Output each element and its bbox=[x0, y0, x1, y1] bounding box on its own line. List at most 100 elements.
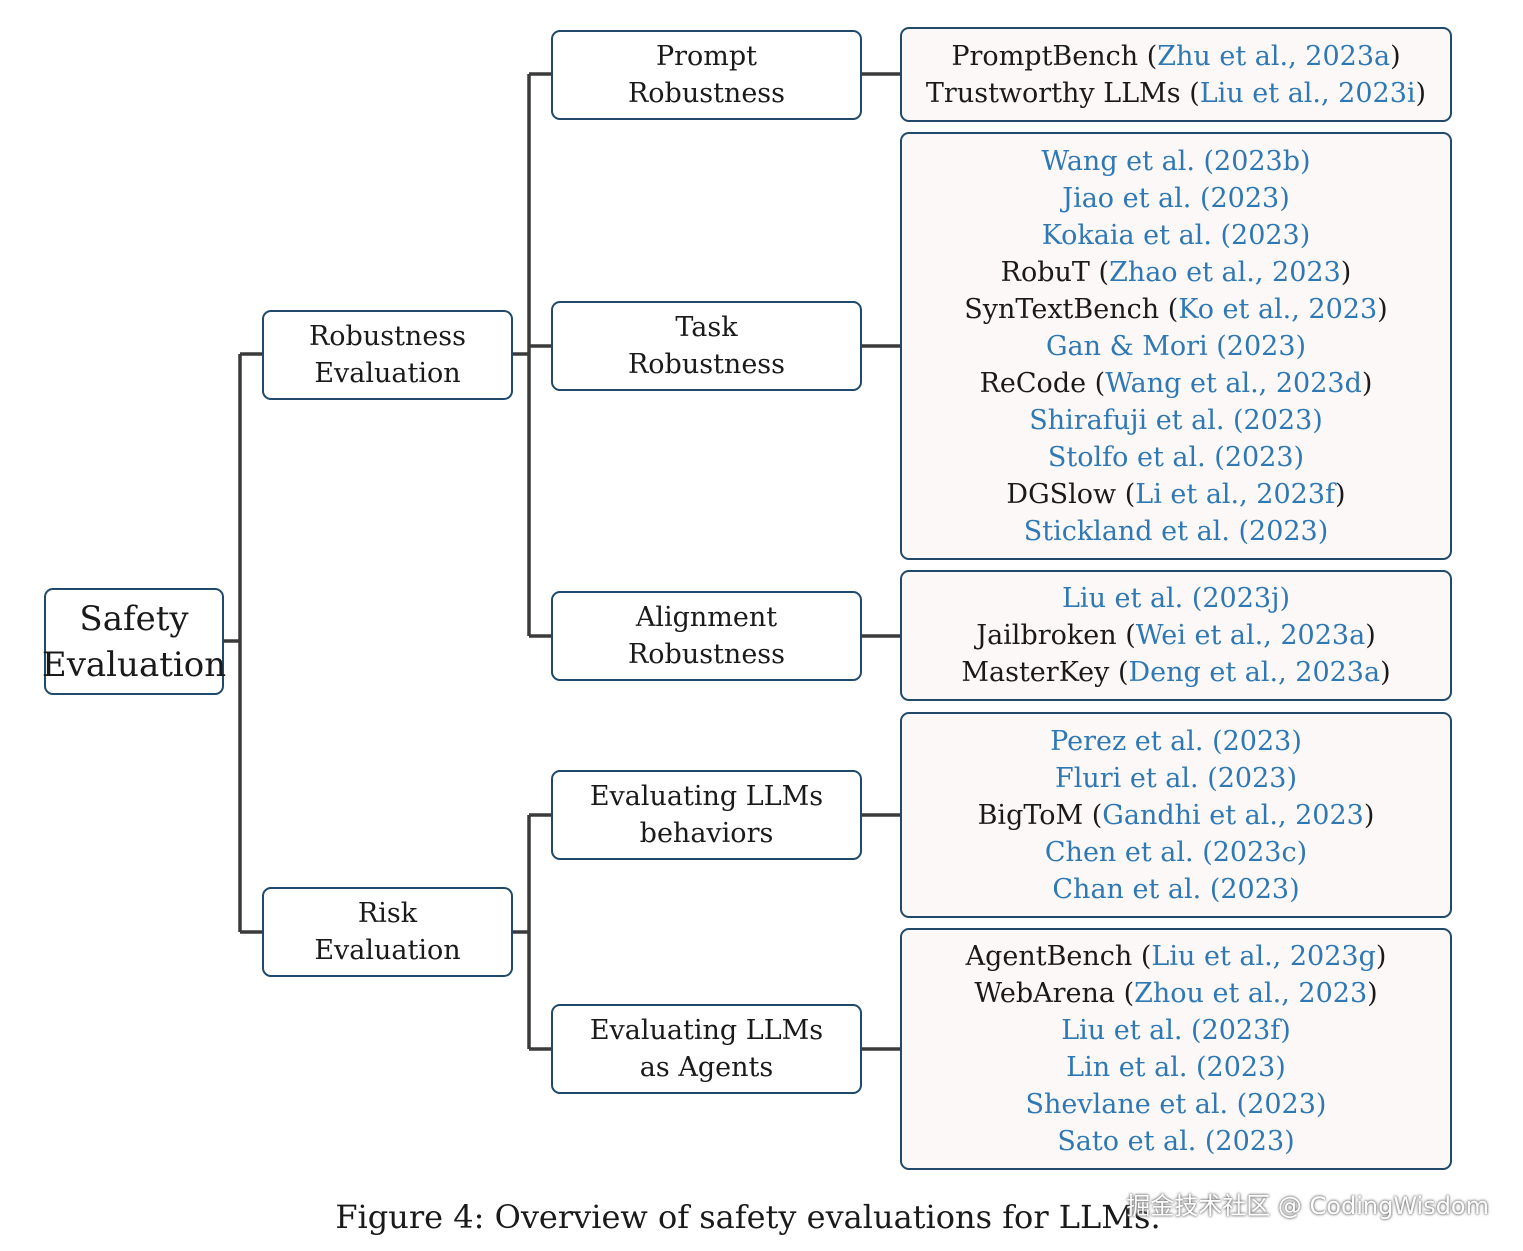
reference-entry: SynTextBench (Ko et al., 2023) bbox=[964, 291, 1387, 328]
citation-link[interactable]: Gandhi et al., 2023 bbox=[1102, 799, 1364, 831]
subcategory-node-alignment-robustness: Alignment Robustness bbox=[551, 591, 862, 681]
reference-entry: DGSlow (Li et al., 2023f) bbox=[1006, 476, 1345, 513]
category-node-risk-evaluation: Risk Evaluation bbox=[262, 887, 513, 977]
root-label-line1: Safety bbox=[79, 598, 189, 639]
reference-entry: Liu et al. (2023j) bbox=[1062, 580, 1290, 617]
citation-link[interactable]: Deng et al., 2023a bbox=[1128, 657, 1381, 688]
citation-link[interactable]: Fluri et al. (2023) bbox=[1055, 762, 1297, 794]
reference-suffix: ) bbox=[1361, 367, 1373, 399]
subcategory-node-task-robustness: Task Robustness bbox=[551, 301, 862, 391]
citation-link[interactable]: Sato et al. (2023) bbox=[1057, 1126, 1295, 1157]
reference-entry: Shirafuji et al. (2023) bbox=[1029, 402, 1323, 439]
citation-link[interactable]: Chen et al. (2023c) bbox=[1044, 836, 1308, 868]
reference-entry: WebArena (Zhou et al., 2023) bbox=[974, 975, 1377, 1012]
reference-prefix: PromptBench ( bbox=[951, 40, 1158, 72]
reference-entry: Wang et al. (2023b) bbox=[1041, 143, 1310, 180]
reference-entry: Chan et al. (2023) bbox=[1052, 871, 1299, 908]
citation-link[interactable]: Ko et al., 2023 bbox=[1178, 293, 1378, 325]
leaf-list-prompt-robustness: PromptBench (Zhu et al., 2023a)Trustwort… bbox=[900, 27, 1452, 122]
reference-entry: BigToM (Gandhi et al., 2023) bbox=[978, 797, 1375, 834]
citation-link[interactable]: Gan & Mori (2023) bbox=[1045, 330, 1307, 362]
subcategory-node-evaluating-llms-behaviors: Evaluating LLMs behaviors bbox=[551, 770, 862, 860]
reference-prefix: RobuT ( bbox=[1000, 256, 1110, 288]
reference-suffix: ) bbox=[1335, 478, 1346, 510]
subcategory-node-evaluating-llms-as-agents: Evaluating LLMs as Agents bbox=[551, 1004, 862, 1094]
citation-link[interactable]: Lin et al. (2023) bbox=[1066, 1052, 1286, 1083]
reference-entry: MasterKey (Deng et al., 2023a) bbox=[961, 654, 1390, 691]
reference-entry: ReCode (Wang et al., 2023d) bbox=[980, 365, 1373, 402]
reference-suffix: ) bbox=[1390, 40, 1401, 72]
citation-link[interactable]: Stickland et al. (2023) bbox=[1023, 515, 1329, 547]
citation-link[interactable]: Liu et al. (2023f) bbox=[1061, 1015, 1291, 1046]
leaf-list-alignment-robustness: Liu et al. (2023j)Jailbroken (Wei et al.… bbox=[900, 570, 1452, 701]
reference-prefix: DGSlow ( bbox=[1006, 478, 1136, 510]
category-label-line2: Evaluation bbox=[314, 935, 461, 966]
subcategory-label-line1: Task bbox=[675, 312, 738, 343]
citation-link[interactable]: Li et al., 2023f bbox=[1135, 478, 1336, 510]
citation-link[interactable]: Kokaia et al. (2023) bbox=[1041, 219, 1311, 251]
citation-link[interactable]: Liu et al., 2023g bbox=[1151, 941, 1376, 972]
reference-suffix: ) bbox=[1375, 941, 1387, 972]
subcategory-node-prompt-robustness: Prompt Robustness bbox=[551, 30, 862, 120]
reference-suffix: ) bbox=[1415, 77, 1427, 109]
category-node-robustness-evaluation: Robustness Evaluation bbox=[262, 310, 513, 400]
citation-link[interactable]: Liu et al., 2023i bbox=[1199, 77, 1416, 109]
citation-link[interactable]: Shevlane et al. (2023) bbox=[1025, 1089, 1327, 1120]
reference-entry: Trustworthy LLMs (Liu et al., 2023i) bbox=[926, 75, 1426, 112]
citation-link[interactable]: Jiao et al. (2023) bbox=[1062, 182, 1290, 214]
reference-prefix: BigToM ( bbox=[977, 799, 1103, 831]
subcategory-label-line2: behaviors bbox=[639, 818, 774, 849]
subcategory-label-line2: Robustness bbox=[627, 349, 786, 380]
figure-caption: Figure 4: Overview of safety evaluations… bbox=[335, 1198, 1161, 1236]
reference-entry: Stickland et al. (2023) bbox=[1024, 513, 1329, 550]
reference-entry: Jiao et al. (2023) bbox=[1062, 180, 1289, 217]
subcategory-label-line2: as Agents bbox=[639, 1052, 774, 1083]
citation-link[interactable]: Chan et al. (2023) bbox=[1052, 873, 1300, 905]
reference-suffix: ) bbox=[1380, 657, 1391, 688]
reference-prefix: SynTextBench ( bbox=[964, 293, 1179, 325]
citation-link[interactable]: Perez et al. (2023) bbox=[1050, 725, 1302, 757]
leaf-list-evaluating-llms-behaviors: Perez et al. (2023)Fluri et al. (2023)Bi… bbox=[900, 712, 1452, 918]
citation-link[interactable]: Zhu et al., 2023a bbox=[1157, 40, 1391, 72]
reference-entry: Jailbroken (Wei et al., 2023a) bbox=[976, 617, 1375, 654]
subcategory-label-line2: Robustness bbox=[627, 639, 786, 670]
citation-link[interactable]: Shirafuji et al. (2023) bbox=[1029, 404, 1323, 436]
reference-entry: Gan & Mori (2023) bbox=[1046, 328, 1306, 365]
category-label-line2: Evaluation bbox=[314, 358, 461, 389]
reference-entry: RobuT (Zhao et al., 2023) bbox=[1001, 254, 1352, 291]
reference-prefix: WebArena ( bbox=[974, 978, 1135, 1009]
watermark-text: 掘金技术社区 @ CodingWisdom bbox=[1126, 1192, 1489, 1220]
citation-link[interactable]: Stolfo et al. (2023) bbox=[1047, 441, 1305, 473]
reference-prefix: ReCode ( bbox=[979, 367, 1106, 399]
reference-suffix: ) bbox=[1363, 799, 1375, 831]
reference-suffix: ) bbox=[1367, 978, 1378, 1009]
reference-entry: Lin et al. (2023) bbox=[1066, 1049, 1286, 1086]
category-label-line1: Risk bbox=[357, 898, 418, 929]
category-label-line1: Robustness bbox=[308, 321, 467, 352]
citation-link[interactable]: Wang et al. (2023b) bbox=[1041, 145, 1311, 177]
reference-prefix: Trustworthy LLMs ( bbox=[925, 77, 1200, 109]
leaf-list-task-robustness: Wang et al. (2023b) Jiao et al. (2023) Kok… bbox=[900, 132, 1452, 560]
citation-link[interactable]: Wei et al., 2023a bbox=[1135, 620, 1366, 651]
citation-link[interactable]: Liu et al. (2023j) bbox=[1062, 583, 1290, 614]
reference-suffix: ) bbox=[1377, 293, 1388, 325]
leaf-list-evaluating-llms-as-agents: AgentBench (Liu et al., 2023g)WebArena (… bbox=[900, 928, 1452, 1170]
reference-suffix: ) bbox=[1365, 620, 1376, 651]
reference-entry: PromptBench (Zhu et al., 2023a) bbox=[951, 38, 1400, 75]
reference-entry: Perez et al. (2023) bbox=[1050, 723, 1302, 760]
reference-prefix: Jailbroken ( bbox=[976, 620, 1136, 651]
reference-entry: Sato et al. (2023) bbox=[1057, 1123, 1294, 1160]
reference-prefix: MasterKey ( bbox=[961, 657, 1129, 688]
reference-prefix: AgentBench ( bbox=[965, 941, 1152, 972]
reference-entry: Shevlane et al. (2023) bbox=[1026, 1086, 1327, 1123]
subcategory-label-line2: Robustness bbox=[627, 78, 786, 109]
citation-link[interactable]: Wang et al., 2023d bbox=[1105, 367, 1362, 399]
subcategory-label-line1: Prompt bbox=[655, 41, 758, 72]
citation-link[interactable]: Zhou et al., 2023 bbox=[1134, 978, 1368, 1009]
reference-entry: Fluri et al. (2023) bbox=[1055, 760, 1297, 797]
subcategory-label-line1: Evaluating LLMs bbox=[589, 781, 824, 812]
citation-link[interactable]: Zhao et al., 2023 bbox=[1109, 256, 1341, 288]
reference-entry: Liu et al. (2023f) bbox=[1061, 1012, 1291, 1049]
reference-entry: Stolfo et al. (2023) bbox=[1048, 439, 1304, 476]
